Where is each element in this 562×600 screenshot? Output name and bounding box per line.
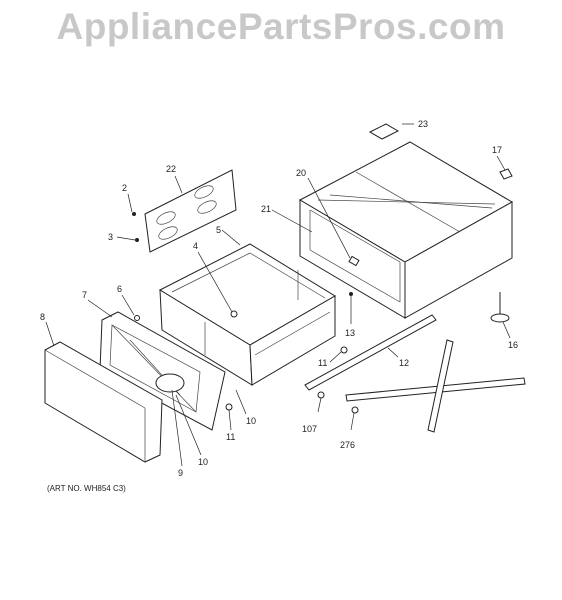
callout-6: 6 xyxy=(117,284,122,294)
part-22-panel xyxy=(144,169,237,253)
callout-20: 20 xyxy=(296,168,306,178)
cross-brace-set xyxy=(345,339,526,433)
callout-16: 16 xyxy=(508,340,518,350)
callout-12: 12 xyxy=(399,358,409,368)
callout-21: 21 xyxy=(261,204,271,214)
part-7-drawer-frame xyxy=(99,311,226,431)
callout-3: 3 xyxy=(108,232,113,242)
drawer-box xyxy=(158,243,336,386)
callout-107: 107 xyxy=(302,424,317,434)
pedestal-cabinet xyxy=(298,141,514,319)
part-23-pad xyxy=(368,123,400,140)
part-17-foot-pad xyxy=(499,168,513,180)
part-12-slide-rail xyxy=(304,314,437,391)
callout-11-box: 11 xyxy=(226,432,235,442)
callout-11-rail: 11 xyxy=(318,358,327,368)
callout-7: 7 xyxy=(82,290,87,300)
callout-17: 17 xyxy=(492,145,502,155)
callout-23: 23 xyxy=(418,119,428,129)
part-8-front-panel xyxy=(44,341,163,463)
art-number-caption: (ART NO. WH854 C3) xyxy=(47,484,126,493)
callout-9: 9 xyxy=(178,468,183,478)
callout-8: 8 xyxy=(40,312,45,322)
callout-4: 4 xyxy=(193,241,198,251)
callout-10-frame: 10 xyxy=(198,457,208,467)
part-16-leveling-leg xyxy=(490,292,510,323)
watermark-logo: AppliancePartsPros.com xyxy=(56,6,506,47)
callout-276: 276 xyxy=(340,440,355,450)
callout-2: 2 xyxy=(122,183,127,193)
callout-5: 5 xyxy=(216,225,221,235)
callout-22: 22 xyxy=(166,164,176,174)
callout-10-box: 10 xyxy=(246,416,256,426)
callout-13: 13 xyxy=(345,328,355,338)
